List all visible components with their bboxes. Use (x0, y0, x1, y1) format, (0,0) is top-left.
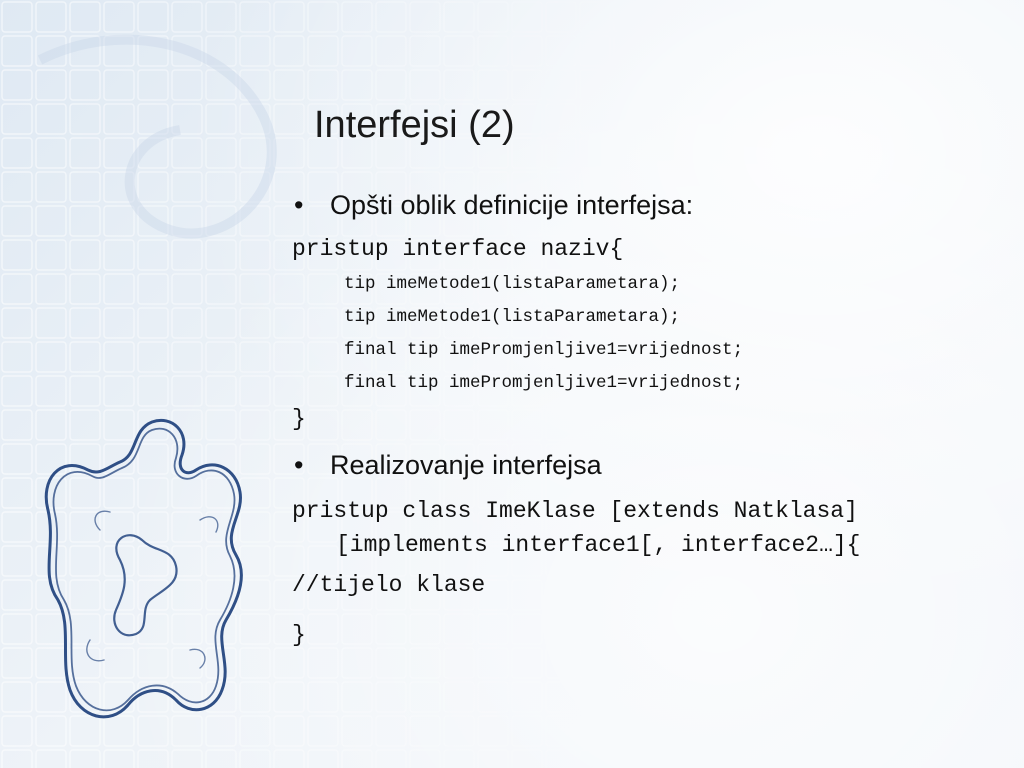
bullet-marker: • (294, 190, 304, 220)
slide-title: Interfejsi (2) (314, 104, 515, 146)
code-class-declaration: pristup class ImeKlase [extends Natklasa… (292, 498, 858, 524)
bullet-text: Opšti oblik definicije interfejsa: (330, 190, 694, 220)
code-line: final tip imePromjenljive1=vrijednost; (344, 373, 744, 393)
puzzle-piece-graphic (44, 419, 243, 719)
code-line: tip imeMetode1(listaParametara); (344, 274, 681, 294)
bullet-text: Realizovanje interfejsa (330, 450, 602, 480)
code-interface-open: pristup interface naziv{ (292, 236, 624, 262)
slide-content: Interfejsi (2) • Opšti oblik definicije i… (292, 0, 1012, 768)
code-implements-clause: [implements interface1[, interface2…]{ (336, 532, 861, 558)
code-interface-close: } (292, 406, 306, 432)
code-class-close: } (292, 622, 306, 648)
background-swirl (37, 34, 277, 239)
code-line: final tip imePromjenljive1=vrijednost; (344, 340, 744, 360)
bullet-general-form: • Opšti oblik definicije interfejsa: (294, 190, 693, 221)
code-comment: //tijelo klase (292, 572, 486, 598)
bullet-implementation: • Realizovanje interfejsa (294, 450, 602, 481)
code-line: tip imeMetode1(listaParametara); (344, 307, 681, 327)
bullet-marker: • (294, 450, 304, 480)
